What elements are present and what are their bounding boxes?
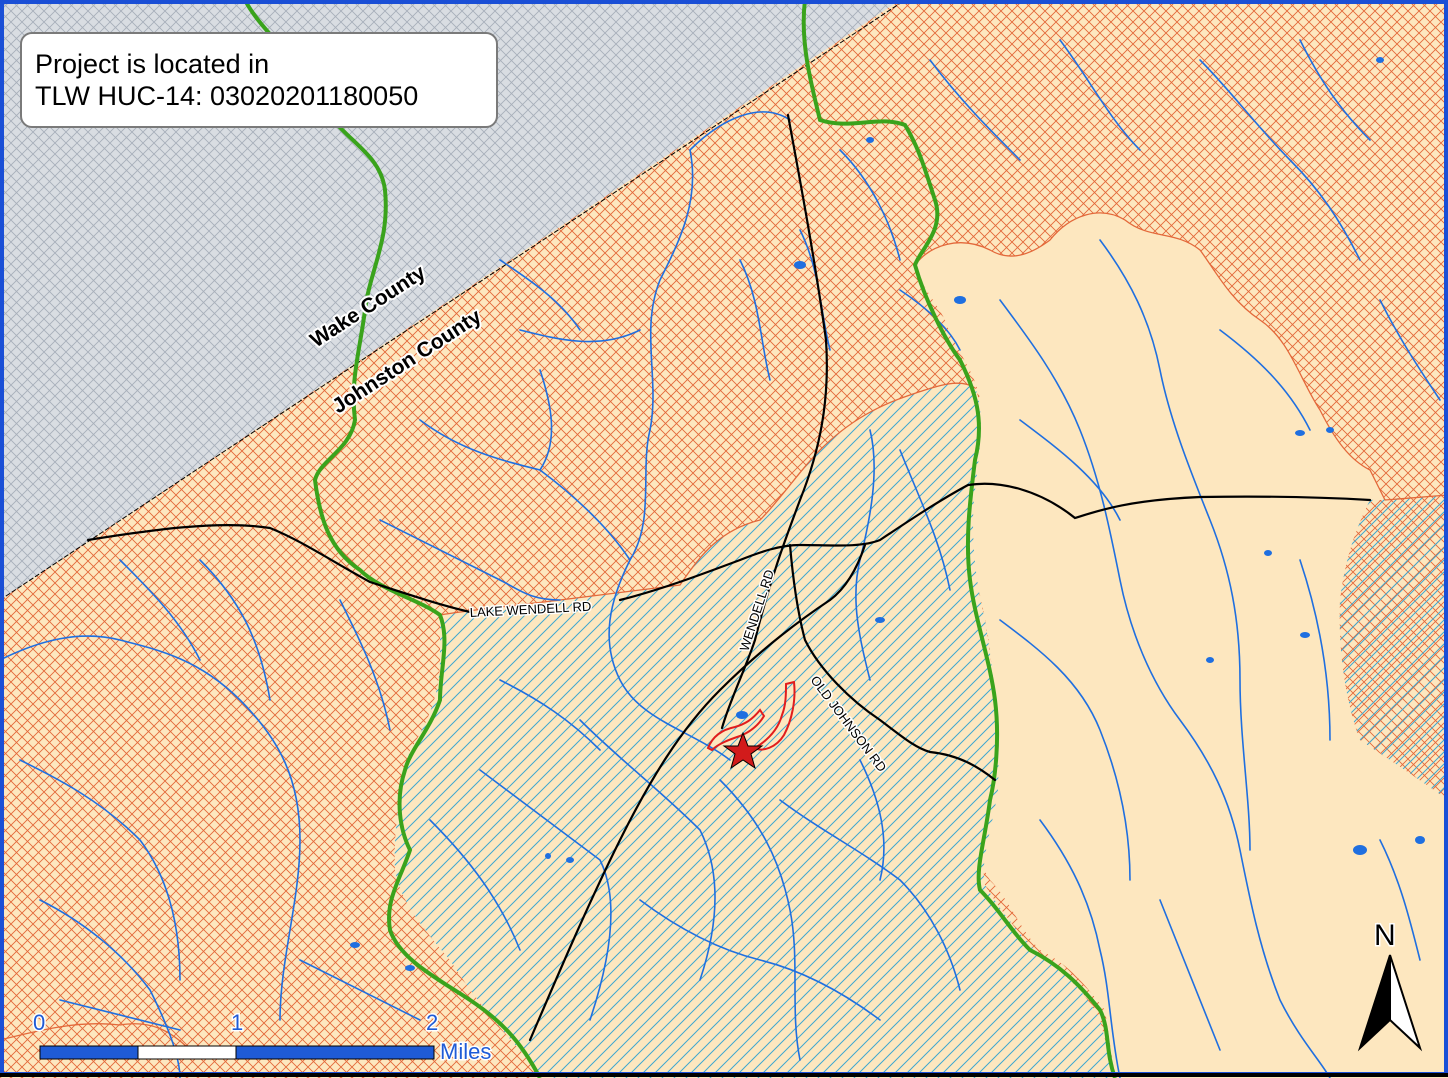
old-johnson-road (788, 543, 997, 782)
wake-county-hatch (0, 0, 900, 600)
info-line-2: TLW HUC-14: 03020201180050 (35, 81, 419, 111)
project-watershed-hatch (394, 383, 1115, 1078)
project-location-info-box: Project is located in TLW HUC-14: 030202… (20, 32, 498, 128)
scale-tick-0: 0 (33, 1010, 45, 1035)
ponds (350, 57, 1425, 971)
wendell-road (720, 113, 828, 730)
scale-tick-2: 2 (426, 1010, 438, 1035)
watershed-boundary-west (243, 0, 542, 1078)
scale-tick-1: 1 (231, 1010, 243, 1035)
watershed-boundary-east (801, 0, 1117, 1078)
plain-watershed-east (915, 212, 1448, 1078)
north-arrow-label: N (1374, 919, 1396, 952)
orange-subwatershed-boundary-1 (914, 212, 1448, 501)
info-line-1: Project is located in (35, 49, 270, 79)
county-boundary-line (0, 0, 906, 601)
project-location-star (722, 731, 764, 770)
scale-bar: 0 1 2 Miles (32, 1009, 493, 1066)
scale-unit: Miles (440, 1039, 491, 1064)
lake-wendell-road-west (86, 524, 472, 614)
roads (86, 113, 1372, 1042)
us-road-diagonal (528, 543, 867, 1042)
east-hatch-region (1339, 495, 1448, 800)
lake-wendell-road-east (618, 482, 1372, 602)
north-arrow: N (1357, 918, 1423, 1052)
